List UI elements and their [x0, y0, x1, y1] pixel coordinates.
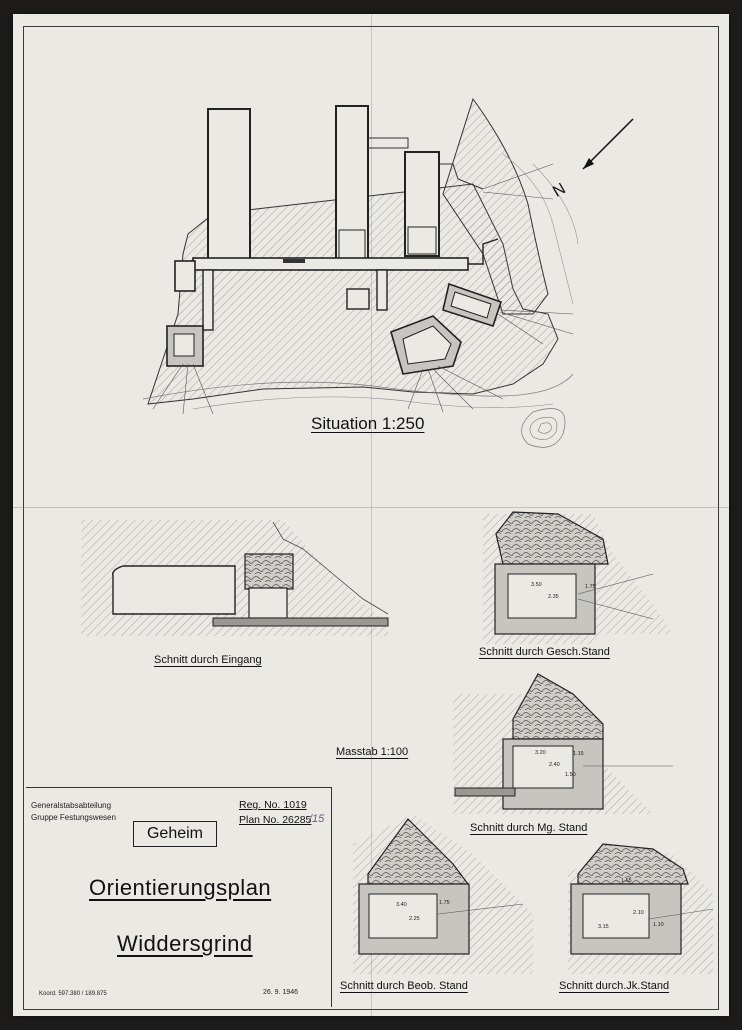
dim-jk-opening: 1.10 [653, 922, 664, 928]
situation-plan [142, 97, 634, 448]
dim-jk-top: 1.65 [621, 878, 632, 884]
plan-number: Plan No. 26285 [239, 814, 312, 826]
section-jk-drawing [568, 843, 714, 974]
section-beob-caption: Schnitt durch Beob. Stand [340, 980, 468, 992]
plan-title: Orientierungsplan [89, 875, 272, 900]
site-name: Widdersgrind [117, 931, 253, 956]
section-eingang-caption: Schnitt durch Eingang [154, 654, 262, 666]
title-block [26, 787, 332, 1007]
org-line-2: Gruppe Festungswesen [31, 813, 116, 822]
plan-drawings: N [81, 97, 714, 974]
dim-gesch-width: 3.50 [531, 582, 542, 588]
org-line-1: Generalstabsabteilung [31, 801, 112, 810]
section-mg-drawing [453, 673, 673, 814]
section-mg-caption: Schnitt durch Mg. Stand [470, 822, 588, 834]
plan-number-handwritten-suffix: /15 [309, 813, 325, 825]
classification-stamp: Geheim [133, 821, 217, 847]
plan-date: 26. 9. 1946 [263, 989, 299, 996]
dim-gesch-height: 2.35 [548, 594, 559, 600]
dim-beob-width: 3.40 [396, 902, 407, 908]
dim-beob-opening: 1.75 [439, 900, 450, 906]
drawing-sheet: N [13, 14, 729, 1016]
dim-jk-height: 2.10 [633, 910, 644, 916]
section-jk-caption: Schnitt durch.Jk.Stand [559, 980, 670, 992]
dim-jk-width: 3.15 [598, 924, 609, 930]
reg-number: Reg. No. 1019 [239, 799, 307, 811]
dim-mg-sill: 1.50 [565, 772, 576, 778]
section-gesch-caption: Schnitt durch Gesch.Stand [479, 646, 610, 658]
fold-line-vertical [371, 14, 372, 1016]
section-beob-drawing [353, 814, 533, 974]
dim-beob-height: 2.25 [409, 916, 420, 922]
sheet-border [23, 26, 719, 1010]
dim-mg-opening: 1.15 [573, 751, 584, 757]
section-eingang-drawing [81, 520, 389, 636]
north-label: N [550, 180, 569, 201]
dim-mg-height: 2.40 [549, 762, 560, 768]
fold-line-horizontal [13, 507, 729, 508]
dim-mg-width: 3.20 [535, 750, 546, 756]
scale-caption: Masstab 1:100 [336, 746, 409, 758]
section-gesch-drawing [483, 511, 673, 644]
dim-gesch-opening: 1.75 [585, 584, 596, 590]
coordinates: Koord. 597.380 / 189.875 [39, 991, 107, 997]
situation-caption: Situation 1:250 [311, 414, 425, 433]
